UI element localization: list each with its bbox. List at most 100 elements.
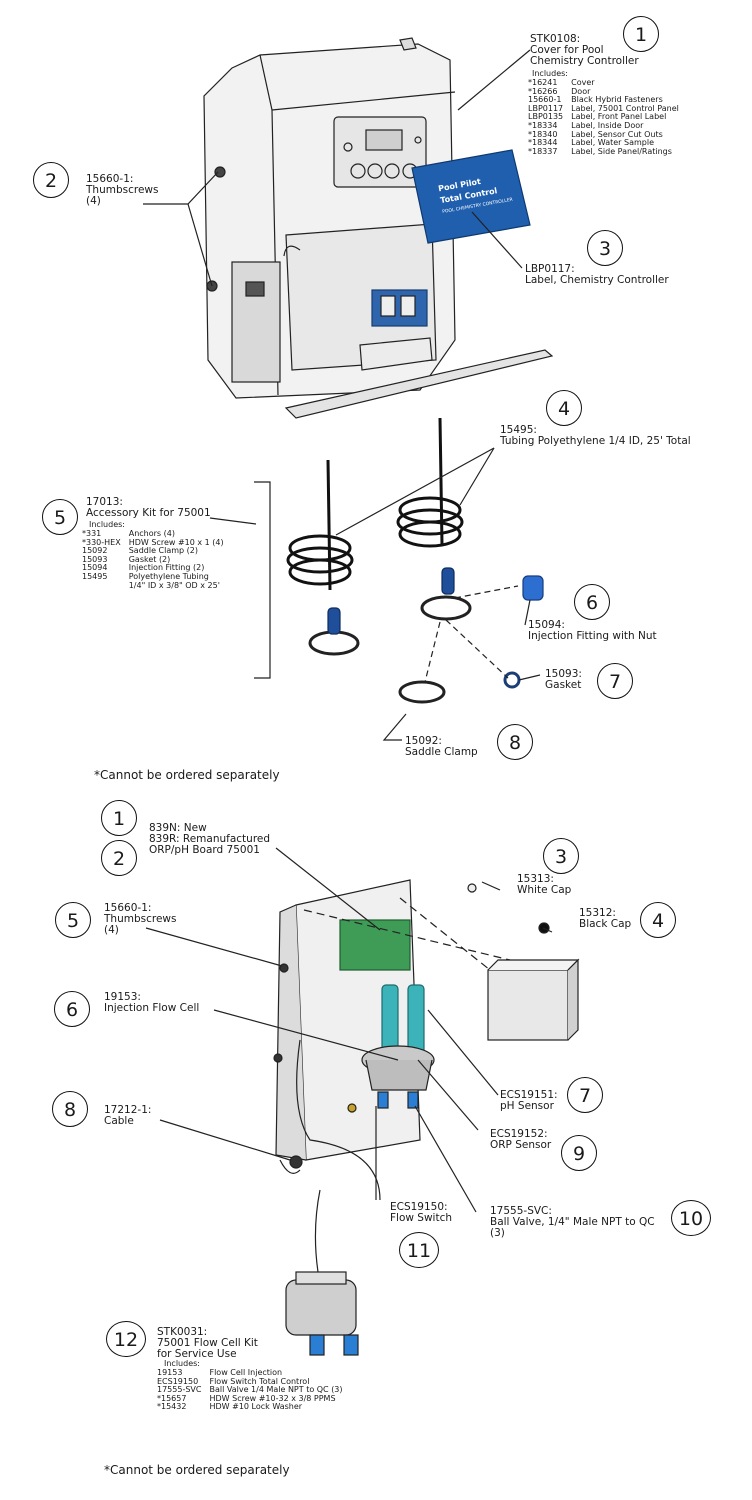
board-line-2: 839R: Remanufactured (149, 833, 271, 845)
injection-fitting-label: 15094: Injection Fitting with Nut (528, 620, 657, 642)
accessory-kit-desc: Accessory Kit for 75001 (86, 507, 211, 519)
thumbscrews-top-part: 15660-1: (86, 173, 134, 185)
description-cell: Polyethylene Tubing (128, 571, 209, 581)
thumbscrews-bottom-qty: (4) (104, 924, 119, 936)
cover-part: STK0108: (530, 33, 581, 45)
description-cell: Injection Fitting (2) (128, 563, 205, 573)
callout-bottom-12: 12 (106, 1321, 146, 1357)
tubing-label: 15495: Tubing Polyethylene 1/4 ID, 25' T… (500, 425, 691, 447)
black-cap-desc: Black Cap (579, 918, 632, 930)
flow-cell-part: 19153: (104, 991, 141, 1003)
callout-bottom-1: 1 (101, 800, 137, 836)
gasket-part: 15093: (545, 668, 582, 680)
part-number-cell: 15092 (82, 546, 108, 556)
backplate-drawing (273, 879, 580, 1201)
part-number-cell: 15660-1 (528, 95, 562, 105)
callout-top-7: 7 (597, 663, 633, 699)
part-number-cell: *16241 (528, 78, 558, 87)
orp-sensor-desc: ORP Sensor (490, 1139, 552, 1151)
accessory-kit-label: 17013: Accessory Kit for 75001 (86, 497, 211, 519)
part-number-cell: *18340 (528, 129, 558, 139)
saddle-clamp-desc: Saddle Clamp (405, 746, 478, 758)
description-cell: Label, Sensor Cut Outs (571, 129, 663, 139)
description-cell: Anchors (4) (128, 529, 175, 538)
description-cell: Label, Front Panel Label (571, 112, 667, 122)
description-cell: Door (571, 86, 591, 96)
service-kit-desc-1: 75001 Flow Cell Kit (157, 1337, 258, 1349)
description-cell: Ball Valve 1/4 Male NPT to QC (3) (209, 1385, 343, 1395)
part-number-cell: 15093 (82, 554, 108, 564)
tubing-desc: Tubing Polyethylene 1/4 ID, 25' Total (500, 435, 691, 447)
table-row: *18337 Label, Side Panel/Ratings (528, 146, 687, 157)
flow-cell-desc: Injection Flow Cell (104, 1002, 200, 1014)
blue-label-card (411, 149, 531, 244)
part-number-cell: *15432 (157, 1402, 187, 1412)
ph-sensor-desc: pH Sensor (500, 1100, 554, 1112)
description-cell: Label, Side Panel/Ratings (571, 146, 672, 156)
thumbscrews-top-desc: Thumbscrews (86, 184, 159, 196)
board-line-1: 839N: New (149, 822, 207, 834)
cover-desc-2: Chemistry Controller (530, 55, 639, 67)
flow-cell-kit-drawing (285, 1189, 359, 1356)
cable-label: 17212-1: Cable (104, 1105, 151, 1127)
part-number-cell: *330-HEX (82, 537, 121, 547)
injection-fitting-desc: Injection Fitting with Nut (528, 630, 657, 642)
white-cap-label: 15313: White Cap (517, 874, 571, 896)
footnote-bottom: *Cannot be ordered separately (104, 1463, 290, 1477)
description-cell: Flow Switch Total Control (209, 1376, 310, 1386)
callout-bottom-2: 2 (101, 840, 137, 876)
service-kit-part: STK0031: (157, 1326, 208, 1338)
orp-sensor-part: ECS19152: (490, 1128, 548, 1140)
orp-sensor-label: ECS19152: ORP Sensor (490, 1129, 551, 1151)
cover-desc-1: Cover for Pool (530, 44, 604, 56)
description-cell: Cover (571, 78, 595, 87)
thumbscrews-top-qty: (4) (86, 195, 101, 207)
part-number-cell: *18337 (528, 146, 558, 156)
description-cell: HDW #10 Lock Washer (209, 1402, 303, 1412)
ball-valve-part: 17555-SVC: (490, 1205, 552, 1217)
accessory-kit-includes: Includes: (89, 520, 125, 529)
callout-bottom-10: 10 (671, 1200, 711, 1236)
callout-top-3: 3 (587, 230, 623, 266)
part-number-cell: *18334 (528, 120, 558, 130)
white-cap-part: 15313: (517, 873, 554, 885)
flow-switch-label: ECS19150: Flow Switch (390, 1202, 452, 1224)
callout-bottom-8: 8 (52, 1091, 88, 1127)
thumbscrews-bottom-part: 15660-1: (104, 902, 152, 914)
flow-switch-part: ECS19150: (390, 1201, 448, 1213)
description-cell: Black Hybrid Fasteners (571, 95, 663, 105)
callout-top-6: 6 (574, 584, 610, 620)
service-kit-desc-2: for Service Use (157, 1348, 237, 1360)
ball-valve-label: 17555-SVC: Ball Valve, 1/4" Male NPT to … (490, 1206, 655, 1239)
table-row: 15660-1 Black Hybrid Fasteners (528, 96, 687, 105)
accessory-kit-part: 17013: (86, 496, 123, 508)
saddle-clamp-part: 15092: (405, 735, 442, 747)
callout-bottom-6: 6 (54, 991, 90, 1027)
cable-desc: Cable (104, 1115, 134, 1127)
part-number-cell: LBP0117 (528, 103, 564, 113)
table-row: *15432 HDW #10 Lock Washer (157, 1403, 351, 1412)
flow-cell-label: 19153: Injection Flow Cell (104, 992, 199, 1014)
part-number-cell: 19153 (157, 1368, 183, 1377)
part-number-cell: *15657 (157, 1393, 187, 1403)
cover-label: STK0108: Cover for Pool Chemistry Contro… (530, 34, 639, 67)
callout-top-2: 2 (33, 162, 69, 198)
cable-part: 17212-1: (104, 1104, 152, 1116)
ball-valve-qty: (3) (490, 1227, 505, 1239)
callout-top-4: 4 (546, 390, 582, 426)
chem-label-label: LBP0117: Label, Chemistry Controller (525, 264, 669, 286)
saddle-clamp-label: 15092: Saddle Clamp (405, 736, 478, 758)
description-cell: Label, Water Sample (571, 138, 654, 148)
